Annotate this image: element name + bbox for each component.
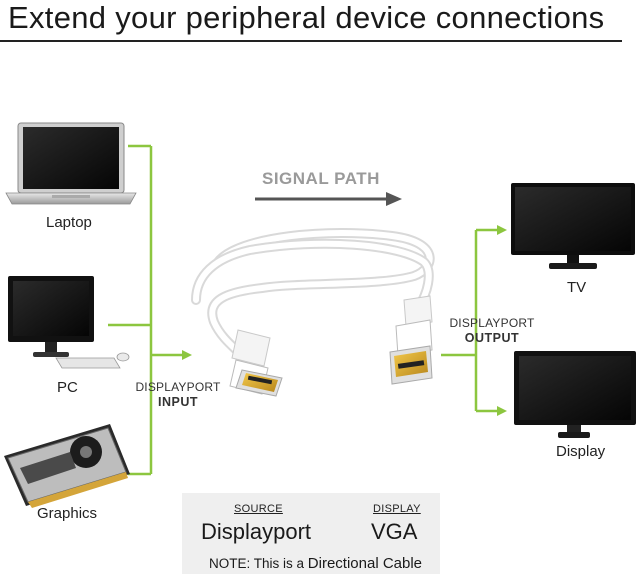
output-port-label: DISPLAYPORT OUTPUT [438, 316, 546, 346]
laptop-label: Laptop [46, 214, 92, 231]
monitor-icon [514, 351, 636, 438]
laptop-icon [5, 122, 137, 205]
output-connector-lines [441, 228, 499, 413]
graphics-card-icon [4, 424, 130, 508]
input-port-line2: INPUT [158, 395, 198, 409]
input-arrow-head [182, 350, 192, 360]
tv-icon [511, 183, 635, 269]
displayport-cable [191, 228, 435, 361]
desktop-pc-icon [8, 276, 130, 369]
page-title: Extend your peripheral device connection… [8, 0, 605, 35]
title-underline [0, 40, 622, 42]
pc-label: PC [57, 379, 78, 396]
output-arrow-display [497, 406, 507, 416]
input-port-label: DISPLAYPORT INPUT [128, 380, 228, 410]
display-label: Display [556, 443, 606, 460]
note-emphasis: Directional Cable [307, 555, 423, 572]
directional-note: NOTE: This is a Directional Cable [209, 555, 422, 572]
display-heading: DISPLAY [373, 503, 421, 515]
displayport-output-plug [389, 295, 433, 385]
output-port-line1: DISPLAYPORT [449, 316, 535, 330]
output-port-line2: OUTPUT [464, 331, 520, 345]
graphics-label: Graphics [37, 505, 98, 522]
output-arrow-tv [497, 225, 507, 235]
input-connector-lines [108, 144, 184, 476]
source-value: Displayport [201, 519, 312, 544]
source-display-box [182, 493, 440, 574]
tv-label: TV [567, 279, 587, 296]
input-port-line1: DISPLAYPORT [135, 380, 221, 394]
signal-path-label: SIGNAL PATH [262, 169, 380, 188]
display-value: VGA [371, 519, 418, 544]
note-prefix: NOTE: This is a [209, 556, 305, 571]
source-heading: SOURCE [234, 503, 283, 515]
signal-path-arrow [255, 192, 402, 206]
displayport-input-plug [229, 329, 283, 397]
